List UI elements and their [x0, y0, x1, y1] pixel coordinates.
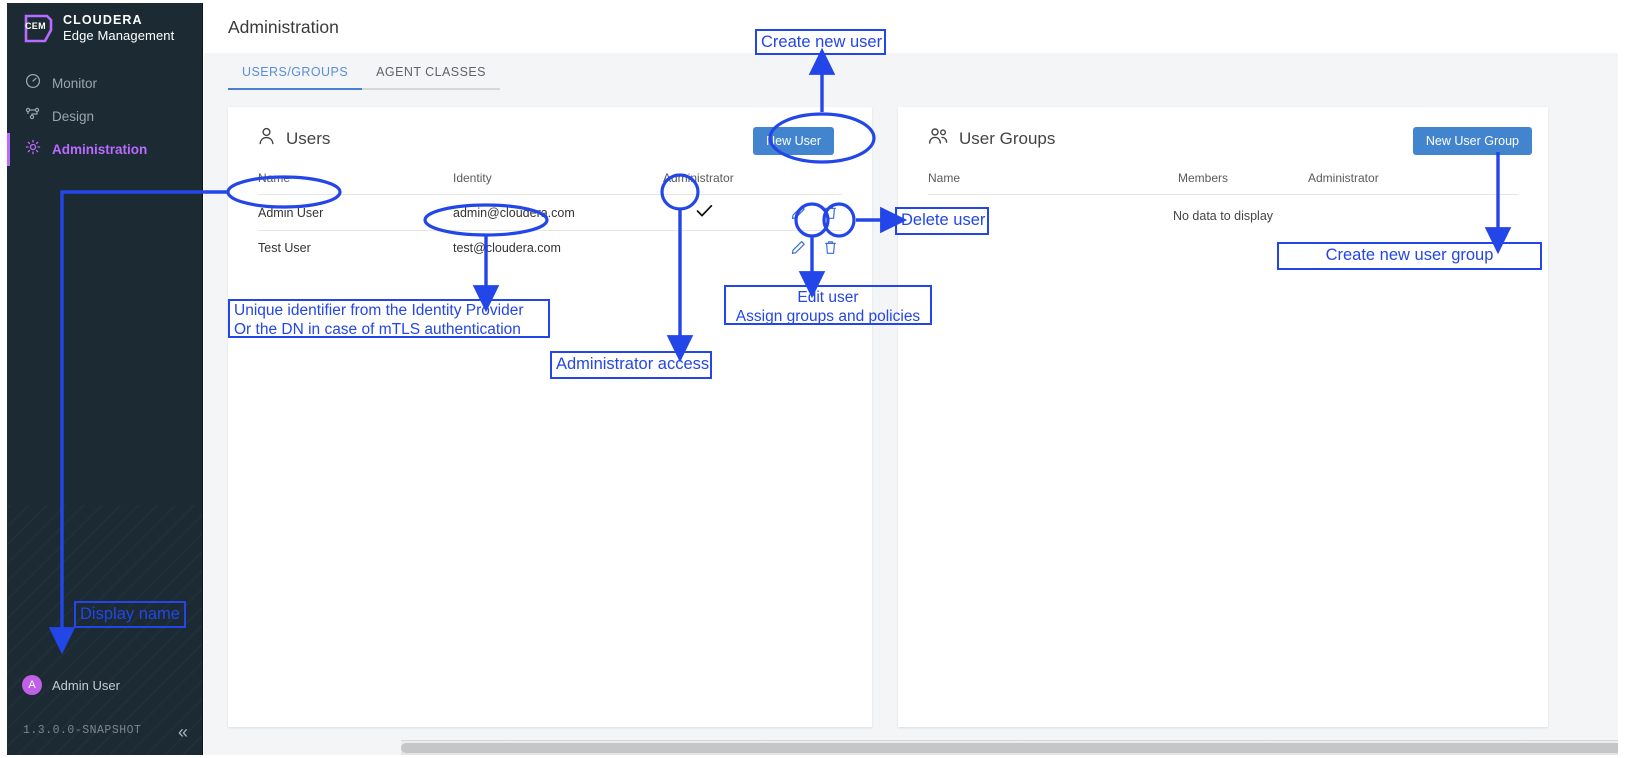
gear-icon [25, 139, 41, 160]
sidebar-nav: Monitor Design [7, 67, 203, 166]
groups-table-header: Name Members Administrator [928, 167, 1518, 194]
cem-application: CEM CLOUDERA Edge Management Monitor [7, 3, 1618, 755]
annotation-identity-note: Unique identifier from the Identity Prov… [228, 299, 550, 338]
annotation-edit-user: Edit user Assign groups and policies [724, 285, 932, 325]
users-panel-title: Users [286, 128, 331, 148]
scrollbar-thumb[interactable] [401, 743, 1618, 753]
user-actions-cell [783, 230, 842, 264]
main-content: Administration USERS/GROUPS AGENT CLASSE… [204, 3, 1618, 755]
groups-panel-header: User Groups New User Group [898, 107, 1548, 167]
pencil-icon[interactable] [791, 205, 806, 220]
user-name-cell: Admin User [258, 194, 453, 231]
app-logo: CEM CLOUDERA Edge Management [23, 13, 174, 44]
col-name: Name [928, 171, 961, 185]
groups-empty-message: No data to display [928, 194, 1518, 237]
gauge-icon [25, 73, 41, 94]
sidebar-pattern [7, 505, 203, 755]
check-icon [696, 204, 713, 221]
annotation-create-new-user: Create new user [755, 29, 886, 55]
col-members: Members [1178, 171, 1229, 185]
new-user-group-button[interactable]: New User Group [1412, 127, 1532, 155]
user-icon [258, 127, 275, 150]
user-actions-cell [783, 194, 842, 231]
col-actions [1468, 167, 1518, 194]
sidebar-item-label: Monitor [52, 76, 98, 91]
current-user-name: Admin User [52, 677, 120, 693]
sidebar-current-user[interactable]: A Admin User [22, 675, 120, 695]
trash-icon[interactable] [823, 205, 838, 220]
col-name: Name [258, 171, 291, 185]
trash-icon[interactable] [823, 240, 838, 255]
product-name: Edge Management [63, 28, 175, 44]
col-actions [783, 167, 842, 195]
sidebar-item-design[interactable]: Design [7, 100, 203, 133]
annotation-create-new-user-group: Create new user group [1277, 242, 1542, 270]
annotation-administrator-access: Administrator access [550, 351, 712, 379]
users-table: Name Identity Administrator Admin User a… [258, 167, 842, 264]
annotation-delete-user: Delete user [895, 207, 989, 235]
user-identity-cell: test@cloudera.com [453, 230, 663, 264]
annotation-display-name: Display name [74, 601, 186, 628]
users-group-icon [928, 127, 948, 150]
col-administrator: Administrator [1308, 171, 1379, 185]
sidebar-item-administration[interactable]: Administration [7, 133, 203, 166]
cem-logo-icon: CEM [23, 14, 54, 43]
tab-bar: USERS/GROUPS AGENT CLASSES [204, 53, 1618, 97]
user-groups-table: Name Members Administrator [928, 167, 1518, 194]
top-bar: Administration [204, 3, 1618, 53]
users-panel: Users New User Name Identity Administrat… [228, 107, 872, 727]
sidebar: CEM CLOUDERA Edge Management Monitor [7, 3, 203, 755]
users-table-header: Name Identity Administrator [258, 167, 842, 195]
collapse-sidebar-button[interactable]: « [177, 722, 188, 742]
user-groups-panel: User Groups New User Group Name Members … [898, 107, 1548, 727]
col-identity: Identity [453, 171, 492, 185]
user-administrator-cell [663, 230, 783, 264]
tab-users-groups[interactable]: USERS/GROUPS [228, 65, 363, 90]
cem-logo-text: CEM [25, 21, 46, 32]
version-label: 1.3.0.0-SNAPSHOT [23, 724, 142, 737]
tab-agent-classes[interactable]: AGENT CLASSES [362, 65, 500, 90]
page-title: Administration [228, 17, 339, 37]
user-identity-cell: admin@cloudera.com [453, 194, 663, 231]
brand-name: CLOUDERA [63, 13, 143, 27]
flow-icon [25, 106, 41, 127]
sidebar-item-label: Administration [52, 142, 148, 157]
groups-panel-title: User Groups [959, 128, 1056, 148]
horizontal-scrollbar[interactable] [401, 740, 1618, 755]
new-user-button[interactable]: New User [753, 127, 834, 155]
user-administrator-cell [663, 194, 783, 231]
pencil-icon[interactable] [791, 240, 806, 255]
users-panel-header: Users New User [228, 107, 872, 167]
avatar: A [22, 675, 42, 695]
table-row[interactable]: Test User test@cloudera.com [258, 230, 842, 264]
table-row[interactable]: Admin User admin@cloudera.com [258, 194, 842, 231]
sidebar-item-label: Design [52, 109, 95, 124]
col-administrator: Administrator [663, 171, 734, 185]
sidebar-item-monitor[interactable]: Monitor [7, 67, 203, 100]
user-name-cell: Test User [258, 230, 453, 264]
